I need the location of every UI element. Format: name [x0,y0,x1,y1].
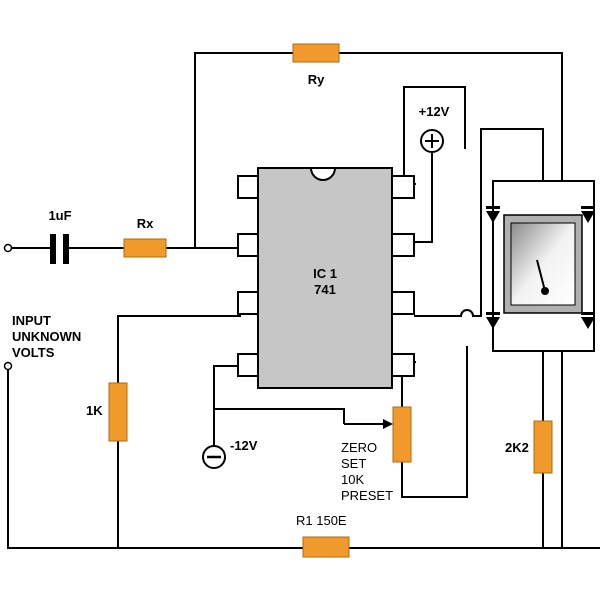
resistor-rx [123,238,167,258]
meter-needle [536,259,546,292]
label-ry: Ry [308,72,325,87]
label-preset-line4: PRESET [341,488,393,503]
diode-bridge-meter [486,180,595,352]
meter-pivot [541,287,549,295]
resistors [108,43,553,558]
resistor-1k [108,382,128,442]
input-terminal-top [3,243,13,253]
label-input-line1: INPUT [12,313,51,328]
ic-741: IC 1 741 [237,167,415,389]
resistor-ry [292,43,340,63]
label-preset-line3: 10K [341,472,364,487]
diode-top-left [486,206,500,223]
plus-supply-symbol [420,129,444,153]
resistor-r1 [302,536,350,558]
diode-bottom-right [581,312,595,329]
labels: Ry Rx 1uF +12V -12V INPUT UNKNOWN VOLTS … [12,72,529,528]
diode-bottom-left [486,312,500,329]
label-plus-12v: +12V [419,104,450,119]
label-2k2: 2K2 [505,440,529,455]
minus-supply-symbol [202,445,226,469]
ic-label-line2: 741 [314,282,336,297]
label-preset-line1: ZERO [341,440,377,455]
label-input-line2: UNKNOWN [12,329,81,344]
label-r1: R1 150E [296,513,347,528]
preset-resistor [392,406,412,463]
label-1k: 1K [86,403,103,418]
preset-wiper-arrow [343,409,393,429]
label-capacitor: 1uF [48,208,71,223]
label-rx: Rx [137,216,154,231]
label-preset-line2: SET [341,456,366,471]
label-minus-12v: -12V [230,438,258,453]
diode-top-right [581,206,595,223]
ic-notch [309,167,337,181]
capacitor-1uf [50,234,69,264]
input-terminal-bottom [3,361,13,371]
ic-body [257,167,393,389]
ic-label-line1: IC 1 [313,266,337,281]
label-input-line3: VOLTS [12,345,55,360]
resistor-2k2 [533,420,553,474]
